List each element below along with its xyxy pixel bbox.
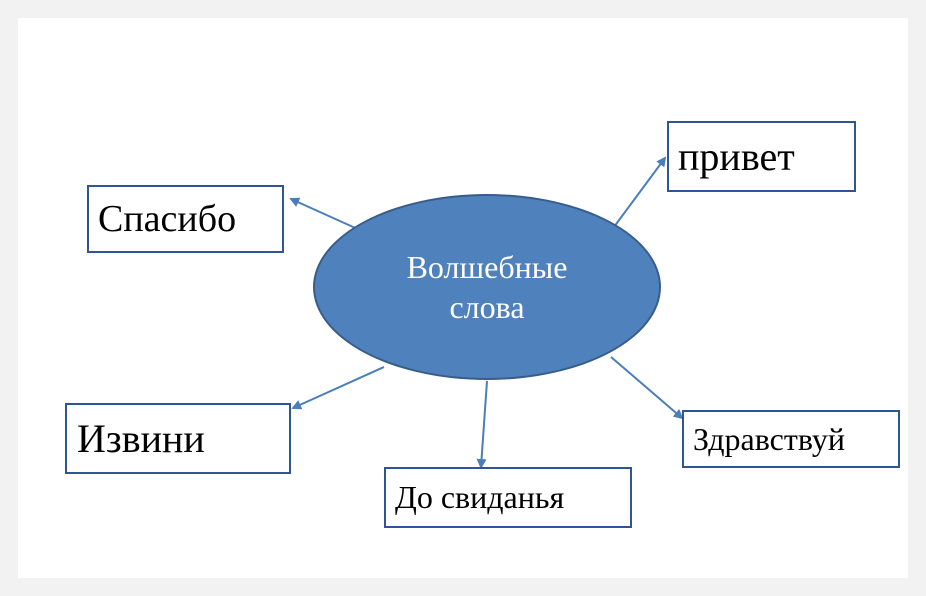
center-label-line-2: слова bbox=[449, 289, 525, 325]
center-label-line-1: Волшебные bbox=[406, 249, 568, 285]
node-privet: привет bbox=[667, 121, 856, 192]
node-privet-label: привет bbox=[678, 134, 795, 179]
arrow-to-spasibo bbox=[289, 197, 363, 232]
node-spasibo-label: Спасибо bbox=[98, 198, 237, 240]
arrow-to-zdravstvuy bbox=[610, 356, 684, 420]
arrow-to-izvini bbox=[291, 366, 385, 410]
arrow-to-do-svidanya bbox=[476, 380, 488, 469]
central-ellipse: Волшебные слова bbox=[313, 194, 661, 380]
node-izvini: Извини bbox=[65, 403, 291, 474]
node-zdravstvuy: Здравствуй bbox=[682, 410, 900, 468]
node-do-svidanya: До свиданья bbox=[384, 467, 632, 528]
node-izvini-label: Извини bbox=[77, 416, 205, 461]
node-spasibo: Спасибо bbox=[87, 185, 284, 253]
node-do-svidanya-label: До свиданья bbox=[395, 479, 565, 515]
node-zdravstvuy-label: Здравствуй bbox=[693, 420, 845, 457]
arrow-to-privet bbox=[610, 156, 667, 232]
